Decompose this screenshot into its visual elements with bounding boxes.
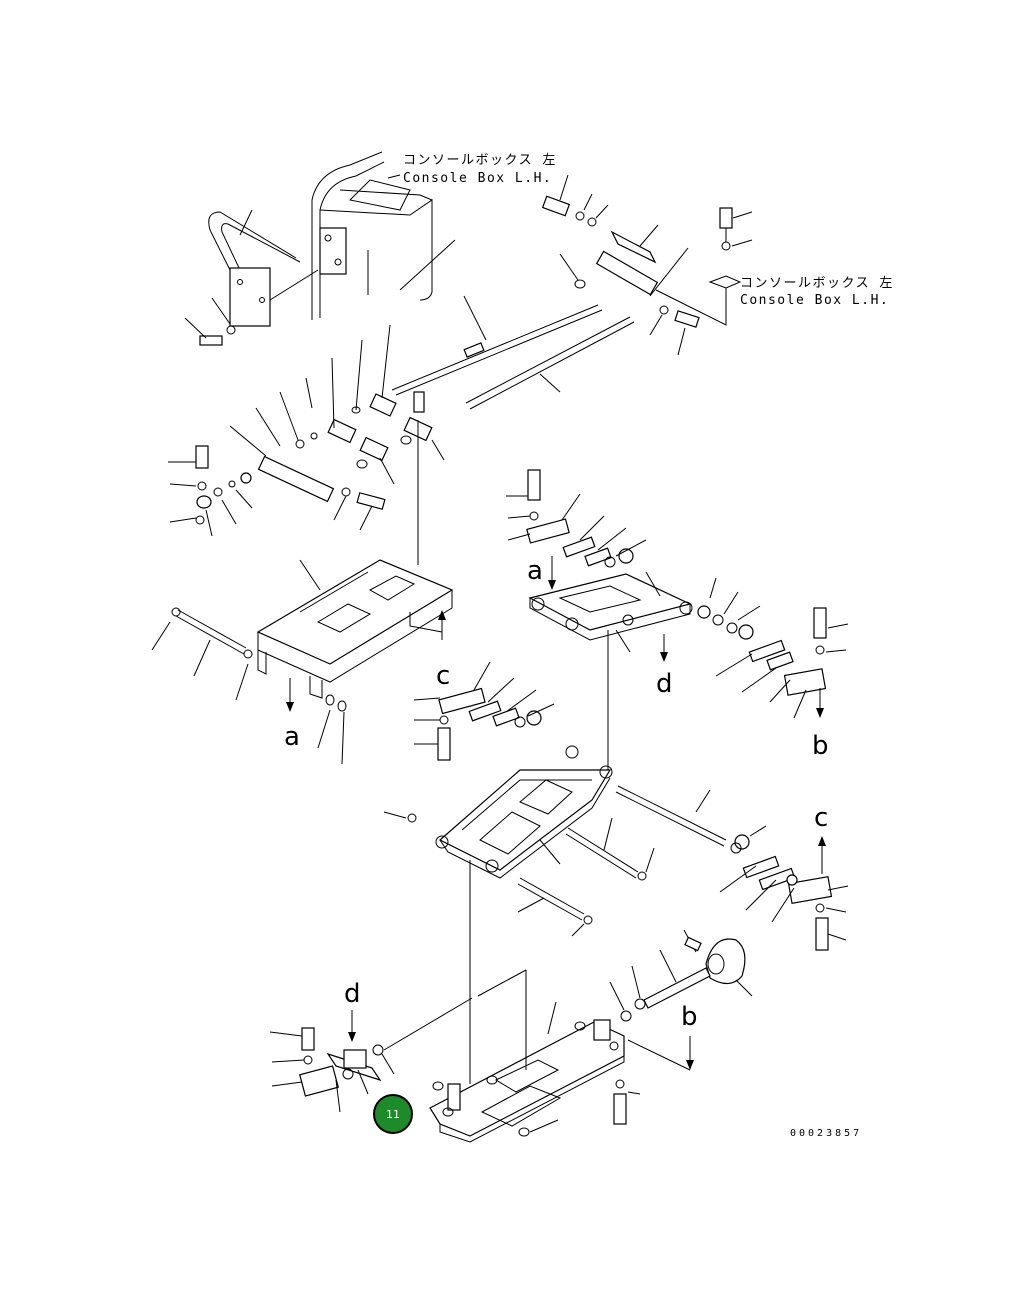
bolts-rail-upper [506, 469, 647, 568]
bolt-washer-handle [184, 297, 236, 346]
part-number-badge[interactable]: 11 [373, 1094, 413, 1134]
pivot-blocks [255, 324, 445, 565]
console-box-label-top-jp: コンソールボックス 左 [403, 153, 557, 168]
bolts-base-left [269, 1027, 395, 1113]
ref-arrows [286, 556, 826, 1070]
ref-letter-b-upper: b [812, 731, 829, 761]
lever-arm-left [229, 425, 335, 503]
control-rod-upper [391, 295, 603, 396]
seat-rail-upper [528, 571, 693, 653]
ref-letter-b-lower: b [681, 1002, 698, 1032]
ref-letter-c-lower: c [814, 803, 828, 833]
base-plate [383, 860, 691, 1143]
pins-right-upper [697, 577, 849, 719]
console-box-label-right-en: Console Box L.H. [740, 293, 889, 308]
bolt-top-right [541, 174, 609, 227]
bolt-console-mount [655, 207, 753, 326]
bolts-left-stack [168, 445, 253, 537]
control-rod-lower [465, 316, 635, 410]
grip-handle [208, 209, 319, 327]
pins-lower-center [383, 785, 727, 937]
console-box-label-top-en: Console Box L.H. [403, 171, 552, 186]
bushing-lower-left [317, 694, 347, 765]
bolt-base-right [613, 1079, 641, 1125]
console-box-label-right-jp: コンソールボックス 左 [740, 276, 894, 291]
part-number-badge-label: 11 [386, 1108, 400, 1121]
ref-letter-a-lower: a [284, 722, 300, 752]
ref-letter-d-lower: d [344, 979, 361, 1009]
adjust-knob [609, 929, 753, 1022]
console-box [311, 151, 456, 320]
ref-letter-c-upper: c [436, 661, 450, 691]
drawing-number: 00023857 [790, 1128, 862, 1139]
ref-letter-a-upper: a [527, 556, 543, 586]
link-lever [559, 224, 700, 356]
bolts-rail-middle [413, 661, 555, 761]
ref-letter-d-upper: d [656, 669, 673, 699]
pins-right-lower [719, 825, 849, 951]
seat-rail-lower [435, 630, 613, 879]
pin-bolt-center [333, 487, 386, 531]
pin-left-long [151, 607, 253, 701]
seat-bracket-upper [256, 559, 454, 699]
